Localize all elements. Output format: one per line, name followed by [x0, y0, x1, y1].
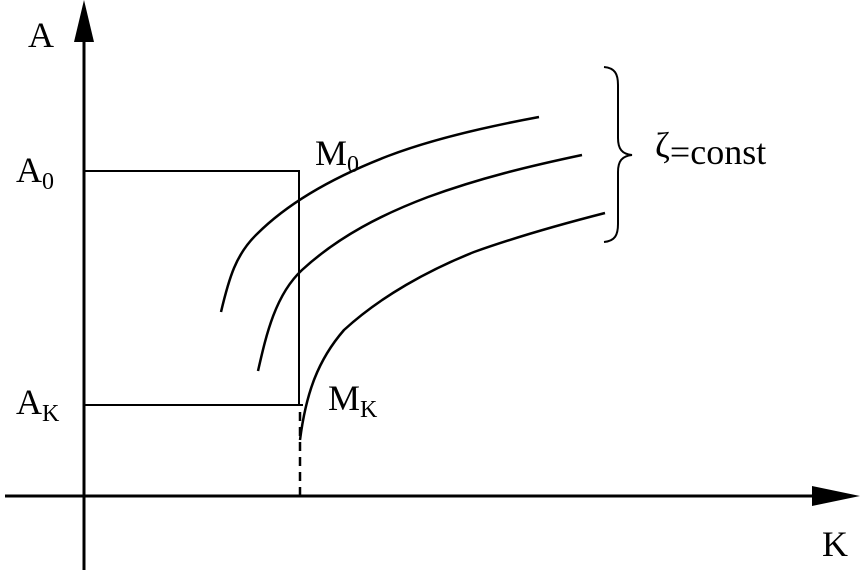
m0-label: M0	[315, 133, 359, 178]
y-axis-label: A	[28, 15, 54, 55]
curve-lower	[298, 211, 606, 441]
a0-label: A0	[16, 150, 54, 195]
zeta-const-label: ζ=const	[655, 125, 766, 172]
y-axis-arrowhead	[74, 0, 94, 42]
x-axis-arrowhead	[812, 486, 860, 506]
curve-family-brace	[603, 66, 633, 243]
mk-label: MK	[328, 378, 378, 423]
x-axis-label: K	[822, 524, 848, 564]
curve-middle	[256, 153, 583, 372]
a0-level-line	[84, 170, 300, 406]
ak-label: AK	[16, 382, 60, 427]
curve-upper	[219, 115, 540, 313]
